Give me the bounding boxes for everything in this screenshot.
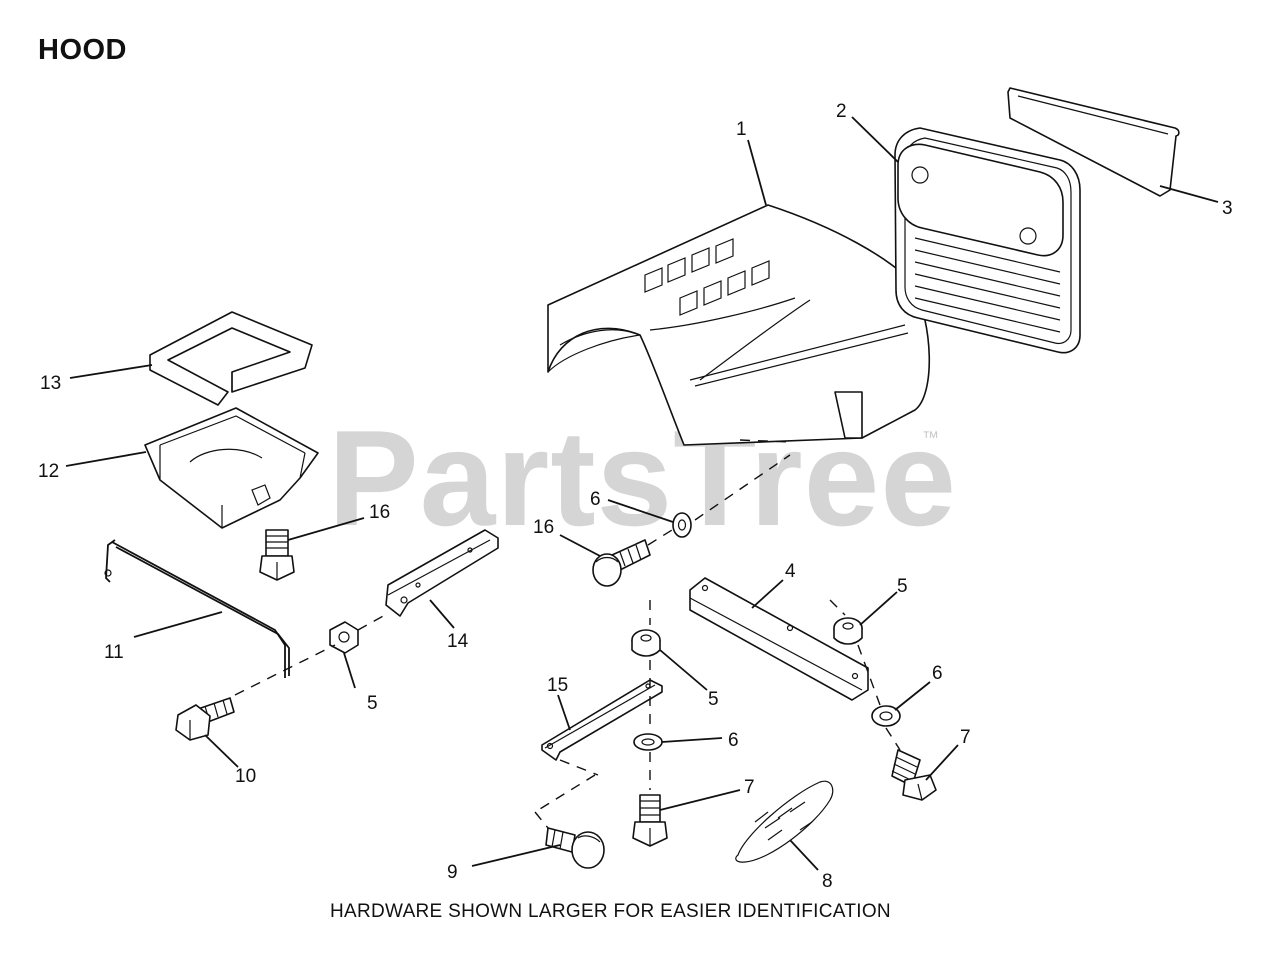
callout-5-right: 5 <box>897 576 908 597</box>
callout-10: 10 <box>235 766 256 787</box>
callout-5-center: 5 <box>708 689 719 710</box>
callout-9: 9 <box>447 862 458 883</box>
part-support-rod <box>104 539 290 678</box>
trademark-mark: ™ <box>922 428 939 447</box>
callout-8: 8 <box>822 871 833 892</box>
callout-2: 2 <box>836 101 847 122</box>
nut-5-right <box>833 617 863 645</box>
part-bracket-14 <box>385 529 499 617</box>
part-seat-frame <box>149 311 313 406</box>
diagram-title: HOOD <box>38 34 127 66</box>
callout-numbers: 1 2 3 4 5 5 5 6 6 6 7 7 8 9 10 11 12 13 … <box>38 101 1233 892</box>
part-tray <box>144 407 319 529</box>
leader-lines <box>65 116 1219 871</box>
callout-7-center: 7 <box>744 777 755 798</box>
part-decal-8 <box>735 780 834 863</box>
callout-14: 14 <box>447 631 469 652</box>
callout-13: 13 <box>40 373 61 394</box>
callout-1: 1 <box>736 119 747 140</box>
hardware-note: HARDWARE SHOWN LARGER FOR EASIER IDENTIF… <box>330 901 891 922</box>
callout-6-right: 6 <box>932 663 943 684</box>
bolt-10 <box>175 697 235 741</box>
callout-6-center: 6 <box>728 730 739 751</box>
callout-11: 11 <box>104 642 124 663</box>
assembly-lines <box>234 439 901 829</box>
part-grille <box>894 127 1081 354</box>
hood-vent-slots <box>644 238 770 316</box>
part-brace-4 <box>689 577 869 701</box>
bolt-7-center <box>632 794 668 847</box>
callout-15: 15 <box>547 675 568 696</box>
part-grille-strip <box>1007 87 1180 197</box>
bolt-9 <box>545 827 605 869</box>
part-bracket-15 <box>541 679 663 761</box>
callout-6-top: 6 <box>590 489 601 510</box>
bolt-16-center <box>592 539 651 587</box>
callout-16-left: 16 <box>369 502 390 523</box>
callout-7-right: 7 <box>960 727 971 748</box>
washer-6-top <box>672 512 692 538</box>
callout-12: 12 <box>38 461 59 482</box>
washer-6-right <box>871 705 901 727</box>
washer-6-center <box>633 733 663 751</box>
callout-4: 4 <box>785 561 796 582</box>
bolt-16-left <box>259 529 295 581</box>
callout-5-left: 5 <box>367 693 378 714</box>
nut-5-left <box>329 621 359 654</box>
callout-16-center: 16 <box>533 517 554 538</box>
nut-5-center <box>631 629 661 657</box>
part-hood <box>547 204 931 446</box>
bolt-7-right <box>891 749 937 801</box>
callout-3: 3 <box>1222 198 1233 219</box>
